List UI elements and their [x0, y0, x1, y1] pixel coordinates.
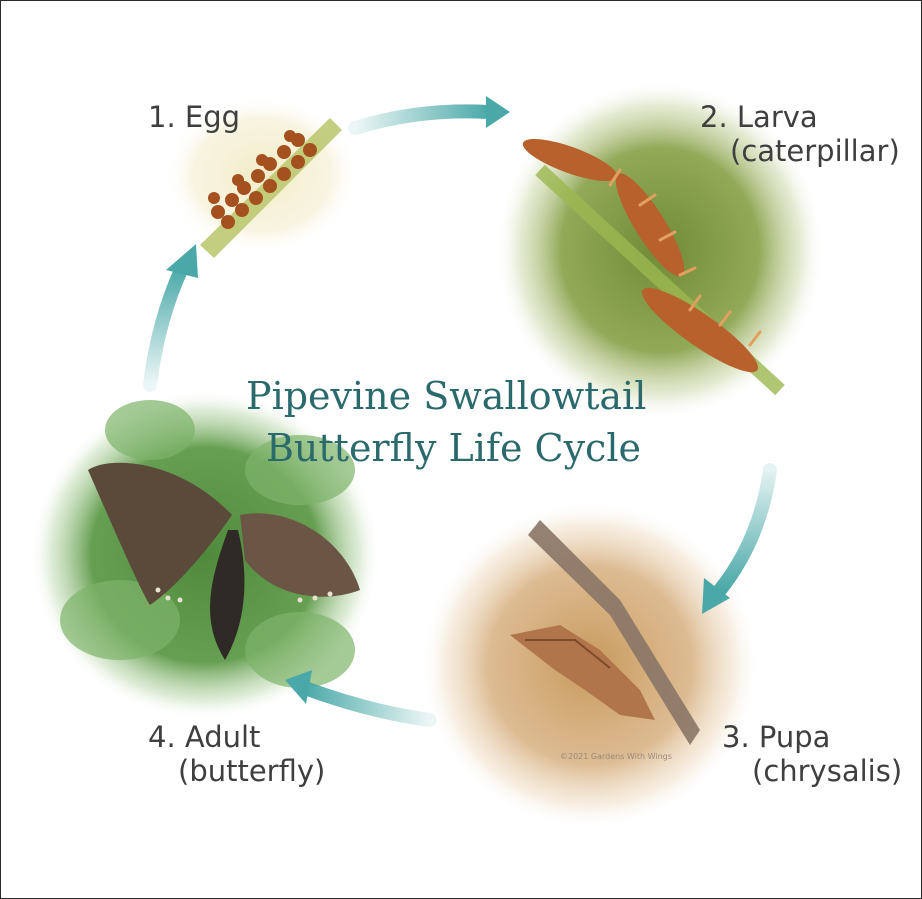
- larva-photo: [495, 80, 825, 420]
- stage-label-egg: 1. Egg: [148, 100, 240, 134]
- stage-pupa-number: 3. Pupa: [722, 720, 831, 754]
- adult-photo: [30, 390, 380, 720]
- stage-label-adult: 4. Adult (butterfly): [148, 720, 325, 788]
- stage-larva-sub: (caterpillar): [730, 134, 900, 168]
- stage-adult-number: 4. Adult: [148, 720, 261, 754]
- stage-label-larva: 2. Larva (caterpillar): [700, 100, 900, 168]
- arrow-egg-to-larva: [348, 96, 510, 135]
- title-line-2: Butterfly Life Cycle: [266, 426, 641, 470]
- title-line-1: Pipevine Swallowtail: [246, 374, 647, 418]
- stage-adult-sub: (butterfly): [178, 754, 326, 788]
- diagram-title: Pipevine Swallowtail Butterfly Life Cycl…: [246, 370, 686, 474]
- arrow-adult-to-egg: [143, 244, 198, 392]
- stage-label-pupa: 3. Pupa (chrysalis): [722, 720, 902, 788]
- arrow-larva-to-pupa: [702, 463, 777, 614]
- egg-photo: [164, 95, 360, 258]
- stage-larva-number: 2. Larva: [700, 100, 818, 134]
- copyright-watermark: ©2021 Gardens With Wings: [560, 752, 672, 761]
- stage-pupa-sub: (chrysalis): [752, 754, 903, 788]
- arrow-pupa-to-adult: [285, 670, 437, 727]
- stage-egg-number: 1. Egg: [148, 100, 241, 134]
- pupa-photo: [420, 500, 760, 830]
